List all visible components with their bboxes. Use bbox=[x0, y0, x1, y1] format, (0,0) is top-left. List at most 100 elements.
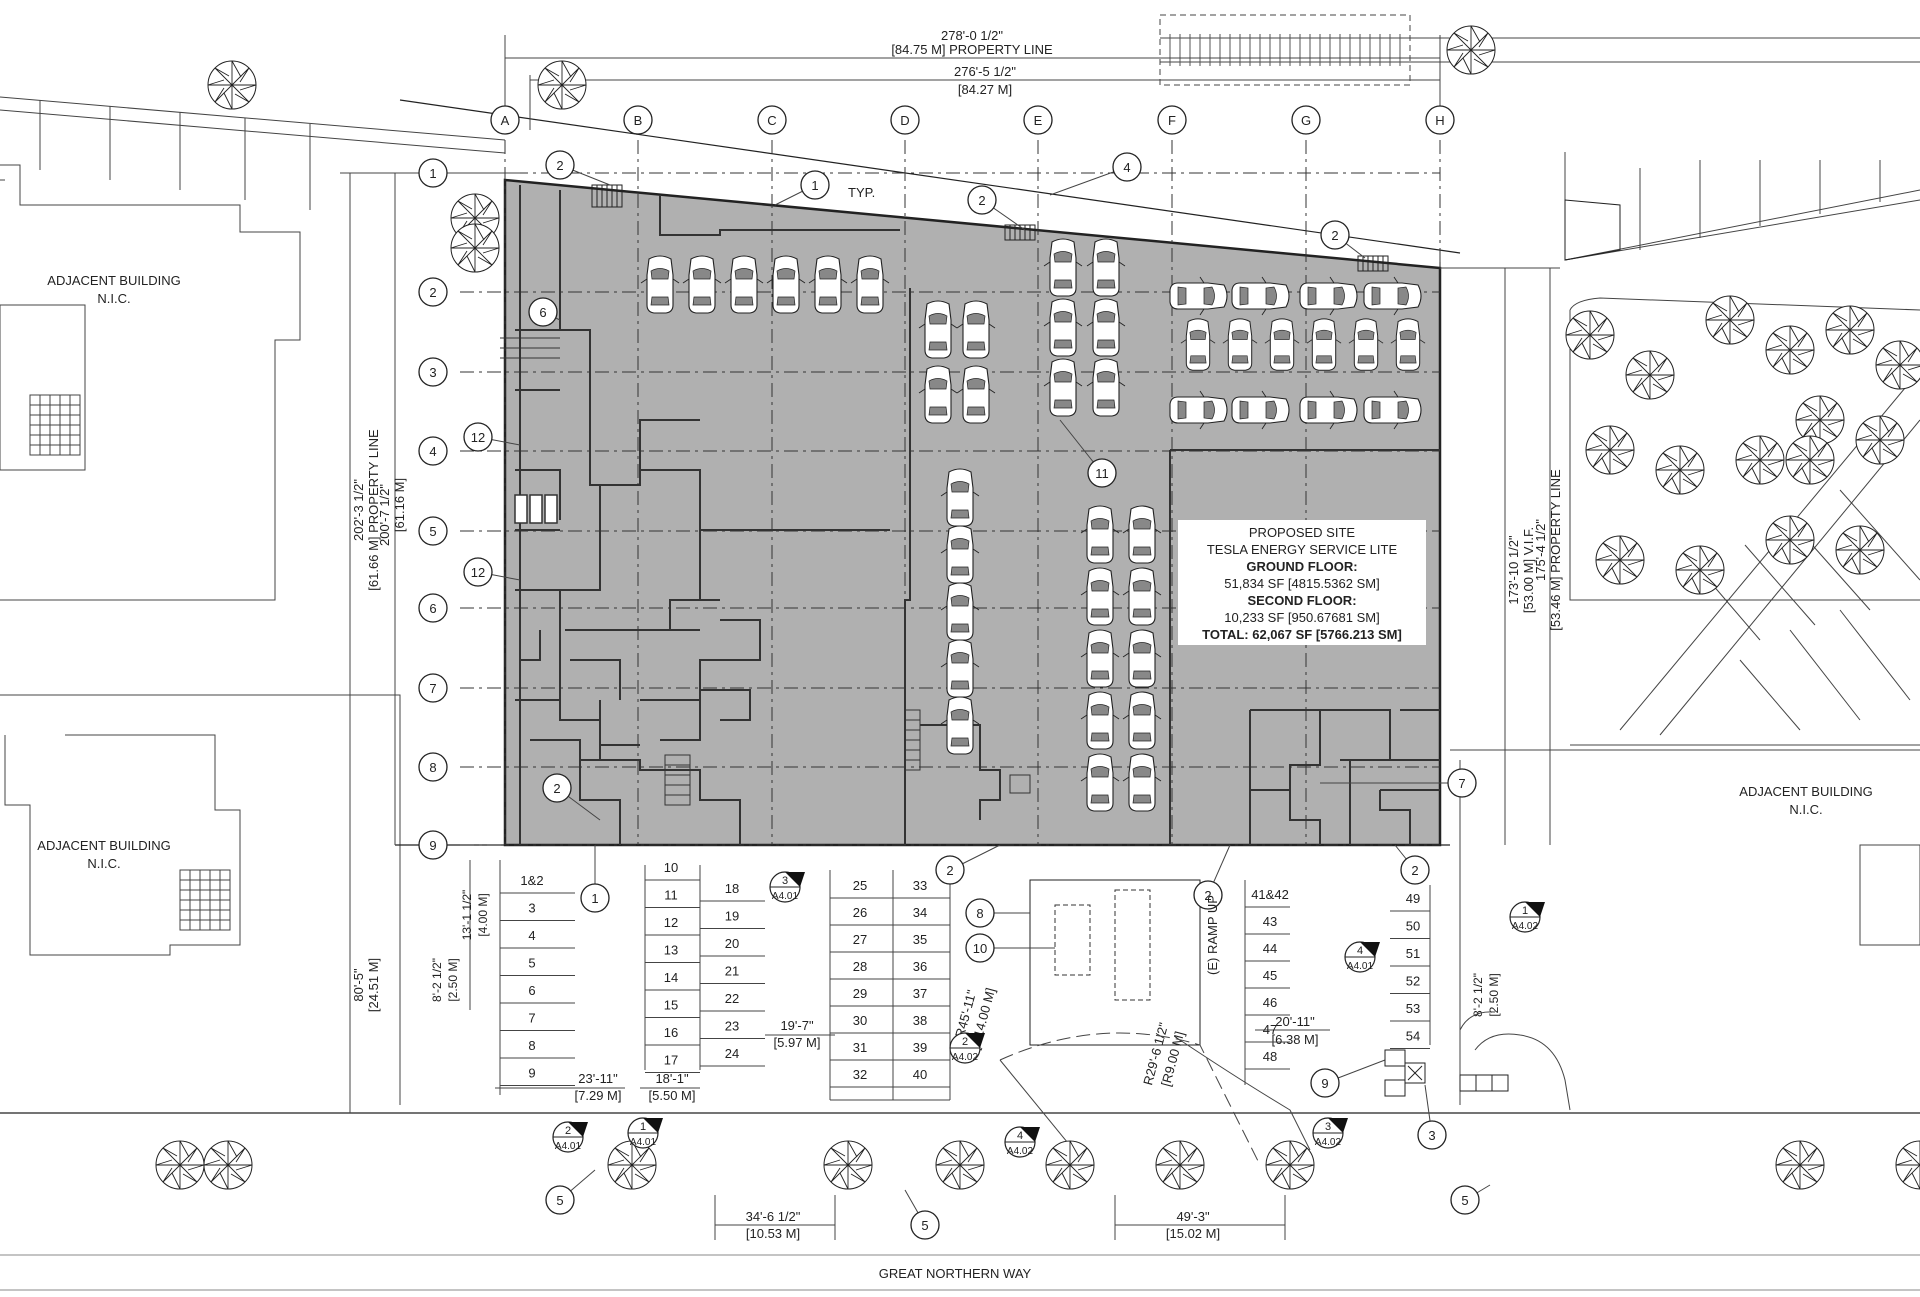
section-marker-sheet: A4.02 bbox=[1007, 1146, 1034, 1157]
tree-icon bbox=[1835, 525, 1885, 575]
keynote-k1-text: 1 bbox=[811, 178, 818, 193]
grid-bubble-f-text: F bbox=[1168, 113, 1176, 128]
tree-icon bbox=[1705, 295, 1755, 345]
tree-icon bbox=[1446, 25, 1496, 75]
dim-aisle-20: 20'-11" bbox=[1275, 1014, 1315, 1029]
section-marker-number: 4 bbox=[1357, 945, 1363, 957]
grid-bubble-c-text: C bbox=[767, 113, 776, 128]
grid-bubble-g-text: G bbox=[1301, 113, 1311, 128]
dim-right-property: 175'-4 1/2" bbox=[1533, 519, 1548, 581]
tree-icon bbox=[1585, 425, 1635, 475]
keynote-k2-text: 2 bbox=[553, 781, 560, 796]
stall-number: 49 bbox=[1406, 891, 1420, 906]
grid-bubble-9: 9 bbox=[418, 830, 448, 860]
adjacent-building-label: ADJACENT BUILDING bbox=[1739, 784, 1872, 799]
grid-bubble-g: G bbox=[1291, 105, 1321, 135]
tree-icon bbox=[1265, 1140, 1315, 1190]
tree-icon bbox=[1625, 350, 1675, 400]
stall-number: 22 bbox=[725, 991, 739, 1006]
tree-icon bbox=[1895, 1140, 1920, 1190]
keynote-k9-text: 9 bbox=[1321, 1076, 1328, 1091]
section-marker-sheet: A4.02 bbox=[1315, 1137, 1342, 1148]
tree-icon bbox=[607, 1140, 657, 1190]
stall-number: 35 bbox=[913, 932, 927, 947]
keynote-k11: 11 bbox=[1087, 458, 1117, 488]
grid-bubble-7-text: 7 bbox=[429, 681, 436, 696]
tree-icon bbox=[1595, 535, 1645, 585]
keynote-k7-text: 7 bbox=[1458, 776, 1465, 791]
keynote-k5: 5 bbox=[1450, 1185, 1480, 1215]
tree-icon bbox=[1875, 340, 1920, 390]
dim-aisle-19: 19'-7" bbox=[780, 1018, 814, 1033]
tree-icon bbox=[1675, 545, 1725, 595]
dim-right-vif: 173'-10 1/2" bbox=[1506, 535, 1521, 605]
section-marker-number: 3 bbox=[1325, 1121, 1331, 1133]
tree-icon bbox=[537, 60, 587, 110]
stall-number: 5 bbox=[528, 956, 535, 971]
stall-number: 1&2 bbox=[520, 873, 543, 888]
section-marker: 3A4.01 bbox=[769, 871, 805, 903]
keynote-k4: 4 bbox=[1112, 152, 1142, 182]
dim-aisle-18: 18'-1" bbox=[655, 1071, 689, 1086]
keynote-k12: 12 bbox=[463, 422, 493, 452]
tree-icon bbox=[1155, 1140, 1205, 1190]
grid-bubble-2: 2 bbox=[418, 277, 448, 307]
stall-number: 21 bbox=[725, 964, 739, 979]
stall-number: 27 bbox=[853, 932, 867, 947]
keynote-k2-text: 2 bbox=[946, 863, 953, 878]
stall-numbers: 1&23456789101112131415161718192021222324… bbox=[500, 860, 1430, 1088]
grid-bubble-9-text: 9 bbox=[429, 838, 436, 853]
tree-icon bbox=[1785, 435, 1835, 485]
grid-bubble-d-text: D bbox=[900, 113, 909, 128]
parking-dimensions: 80'-5" [24.51 M] 13'-1 1/2" [4.00 M] 8'-… bbox=[349, 845, 1501, 1241]
keynote-k7: 7 bbox=[1447, 768, 1477, 798]
site-info-ground-value: 51,834 SF [4815.5362 SM] bbox=[1224, 576, 1379, 591]
grid-bubble-4-text: 4 bbox=[429, 444, 436, 459]
dim-left-inner: 200'-7 1/2" bbox=[377, 484, 392, 546]
grid-bubble-1-text: 1 bbox=[429, 166, 436, 181]
stall-number: 38 bbox=[913, 1013, 927, 1028]
rail-tracks bbox=[1159, 14, 1920, 86]
stall-number: 18 bbox=[725, 881, 739, 896]
stall-number: 7 bbox=[528, 1011, 535, 1026]
keynote-k2: 2 bbox=[1400, 855, 1430, 885]
keynote-k5: 5 bbox=[910, 1210, 940, 1240]
keynote-k2: 2 bbox=[967, 185, 997, 215]
grid-bubble-f: F bbox=[1157, 105, 1187, 135]
dim-right-8: 8'-2 1/2" bbox=[1471, 973, 1485, 1017]
stall-number: 51 bbox=[1406, 946, 1420, 961]
tree-icon bbox=[1735, 435, 1785, 485]
grid-bubble-a-text: A bbox=[501, 113, 510, 128]
tree-icon bbox=[203, 1140, 253, 1190]
adjacent-building-label: ADJACENT BUILDING bbox=[37, 838, 170, 853]
grid-bubble-d: D bbox=[890, 105, 920, 135]
grid-bubble-e: E bbox=[1023, 105, 1053, 135]
grid-bubble-5: 5 bbox=[418, 516, 448, 546]
keynote-k1: 1 bbox=[800, 170, 830, 200]
keynote-k5-text: 5 bbox=[1461, 1193, 1468, 1208]
section-marker-sheet: A4.01 bbox=[555, 1141, 582, 1152]
keynote-k2-text: 2 bbox=[1331, 228, 1338, 243]
tree-icon bbox=[1775, 1140, 1825, 1190]
equipment bbox=[1384, 1049, 1509, 1097]
tree-icon bbox=[1655, 445, 1705, 495]
tree-icon bbox=[1565, 310, 1615, 360]
dim-top-inner-metric: [84.27 M] bbox=[958, 82, 1012, 97]
stall-number: 12 bbox=[664, 915, 678, 930]
stall-number: 29 bbox=[853, 986, 867, 1001]
keynote-k1-text: 1 bbox=[591, 891, 598, 906]
dim-left-property: 202'-3 1/2" bbox=[351, 479, 366, 541]
section-marker-sheet: A4.01 bbox=[1347, 961, 1374, 972]
stall-number: 16 bbox=[664, 1025, 678, 1040]
ramp-label: (E) RAMP UP bbox=[1205, 895, 1220, 975]
stall-number: 39 bbox=[913, 1040, 927, 1055]
tree-icon bbox=[1825, 305, 1875, 355]
stall-number: 31 bbox=[853, 1040, 867, 1055]
dim-aisle-19-metric: [5.97 M] bbox=[774, 1035, 821, 1050]
dim-bottom-left: 80'-5" bbox=[351, 968, 366, 1002]
site-info-second-label: SECOND FLOOR: bbox=[1247, 593, 1356, 608]
dim-aisle-23-metric: [7.29 M] bbox=[575, 1088, 622, 1103]
adjacent-building-left-top: ADJACENT BUILDING N.I.C. bbox=[0, 164, 301, 601]
